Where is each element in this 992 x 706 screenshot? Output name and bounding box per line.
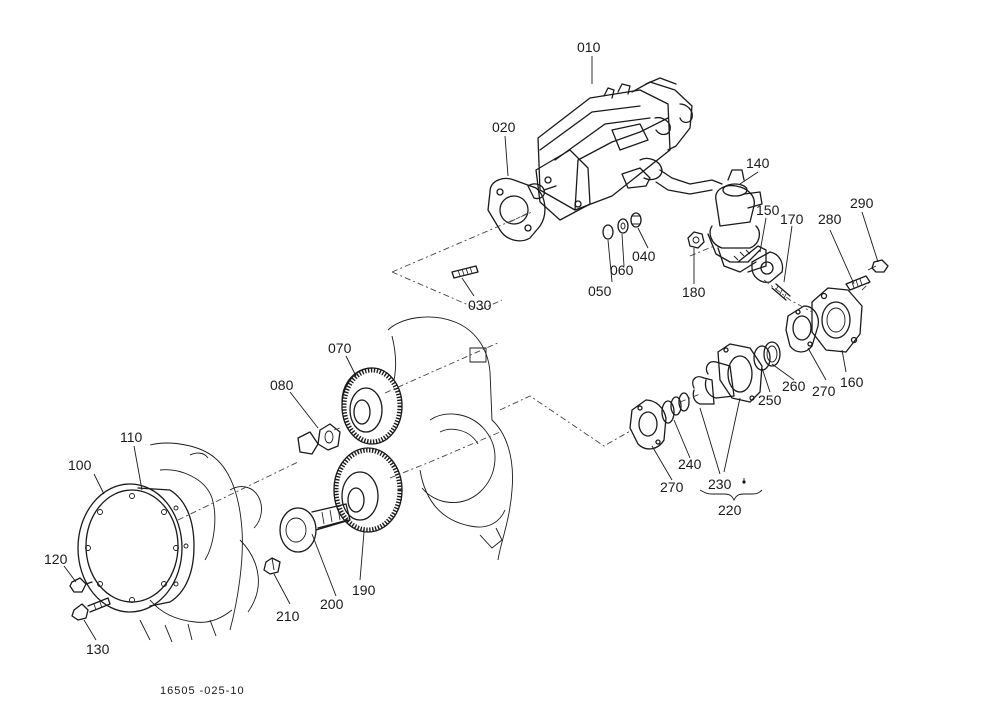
gear-case-outline xyxy=(139,316,513,643)
group-bracket-220 xyxy=(699,489,763,502)
callout-060: 060 xyxy=(610,262,634,278)
callout-070: 070 xyxy=(328,340,352,356)
callout-210: 210 xyxy=(276,608,300,624)
gear-collar xyxy=(297,423,341,455)
injection-pump xyxy=(527,77,723,221)
drive-flange xyxy=(661,343,763,424)
callout-040: 040 xyxy=(632,248,656,264)
gear-case-cover xyxy=(77,483,183,613)
callout-290: 290 xyxy=(850,195,874,211)
leader-lines xyxy=(63,56,879,641)
callout-260: 260 xyxy=(782,378,806,394)
callout-280: 280 xyxy=(818,211,842,227)
callout-080: 080 xyxy=(270,377,294,393)
callout-050: 050 xyxy=(588,283,612,299)
callout-250: 250 xyxy=(758,392,782,408)
callout-200: 200 xyxy=(320,596,344,612)
callout-170: 170 xyxy=(780,211,804,227)
callout-110: 110 xyxy=(120,429,143,445)
idle-gear-shaft xyxy=(279,503,351,553)
pump-gasket xyxy=(487,177,546,242)
washers-and-nut xyxy=(602,212,642,240)
cover-bolts xyxy=(69,577,111,621)
callout-180: 180 xyxy=(682,284,706,300)
plug-and-bolt xyxy=(845,259,889,291)
stud-bolt xyxy=(451,265,479,279)
callout-130: 130 xyxy=(86,641,110,657)
shaft-bolt xyxy=(263,557,281,575)
callout-270-lower: 270 xyxy=(660,479,684,495)
callout-240: 240 xyxy=(678,456,702,472)
idle-gear xyxy=(333,447,403,533)
callout-labels: 010 020 030 040 050 060 070 080 100 110 … xyxy=(44,39,874,657)
pump-drive-gear xyxy=(341,367,403,445)
callout-010: 010 xyxy=(577,39,601,55)
lower-gasket xyxy=(629,399,667,450)
drawing-code: 16505 -025-10 xyxy=(160,685,245,697)
callout-270-right: 270 xyxy=(812,383,836,399)
callout-100: 100 xyxy=(68,457,92,473)
fuel-feed-pump xyxy=(687,169,791,301)
callout-190: 190 xyxy=(352,582,376,598)
callout-030: 030 xyxy=(468,297,492,313)
callout-160: 160 xyxy=(840,374,864,390)
callout-230: 230 xyxy=(708,476,732,492)
callout-120: 120 xyxy=(44,551,68,567)
callout-150: 150 xyxy=(756,202,780,218)
bearing-housing xyxy=(785,287,863,353)
cover-gasket xyxy=(137,487,195,607)
o-rings xyxy=(753,341,781,371)
callout-020: 020 xyxy=(492,119,516,135)
callout-220: 220 xyxy=(718,502,742,518)
callout-140: 140 xyxy=(746,155,770,171)
